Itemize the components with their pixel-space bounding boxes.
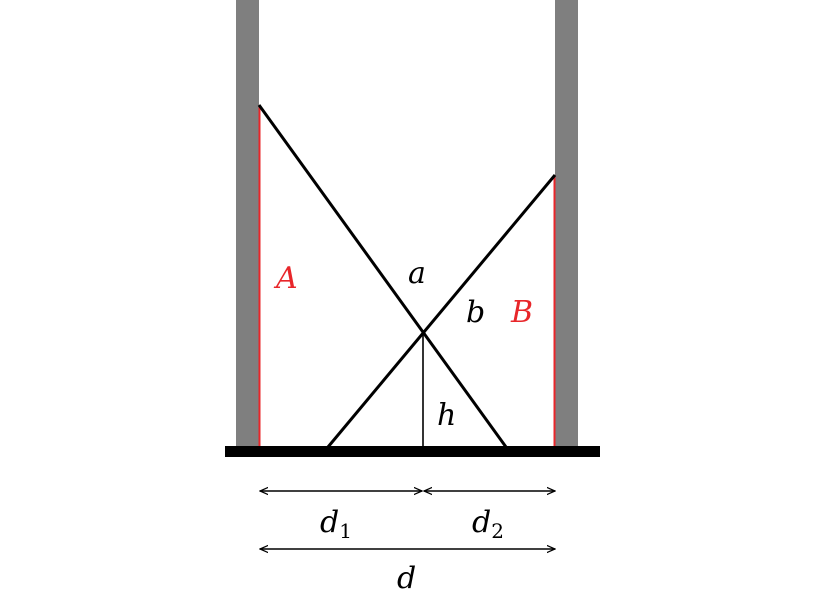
- label-b: b: [466, 295, 485, 330]
- label-d2-main: d: [472, 505, 491, 540]
- ladder-b: [326, 174, 557, 448]
- label-d2-sub: 2: [491, 519, 504, 543]
- label-d2: d2: [472, 505, 504, 543]
- label-d1-main: d: [320, 505, 339, 540]
- ground: [225, 446, 600, 457]
- label-d1-sub: 1: [339, 519, 352, 543]
- label-d1: d1: [320, 505, 352, 543]
- label-a: a: [408, 256, 426, 291]
- label-B: B: [510, 295, 533, 330]
- label-A: A: [273, 261, 298, 296]
- left-wall: [236, 0, 259, 448]
- right-wall: [555, 0, 578, 448]
- label-d: d: [397, 561, 416, 590]
- label-h: h: [437, 398, 456, 433]
- ladder-a: [257, 104, 508, 448]
